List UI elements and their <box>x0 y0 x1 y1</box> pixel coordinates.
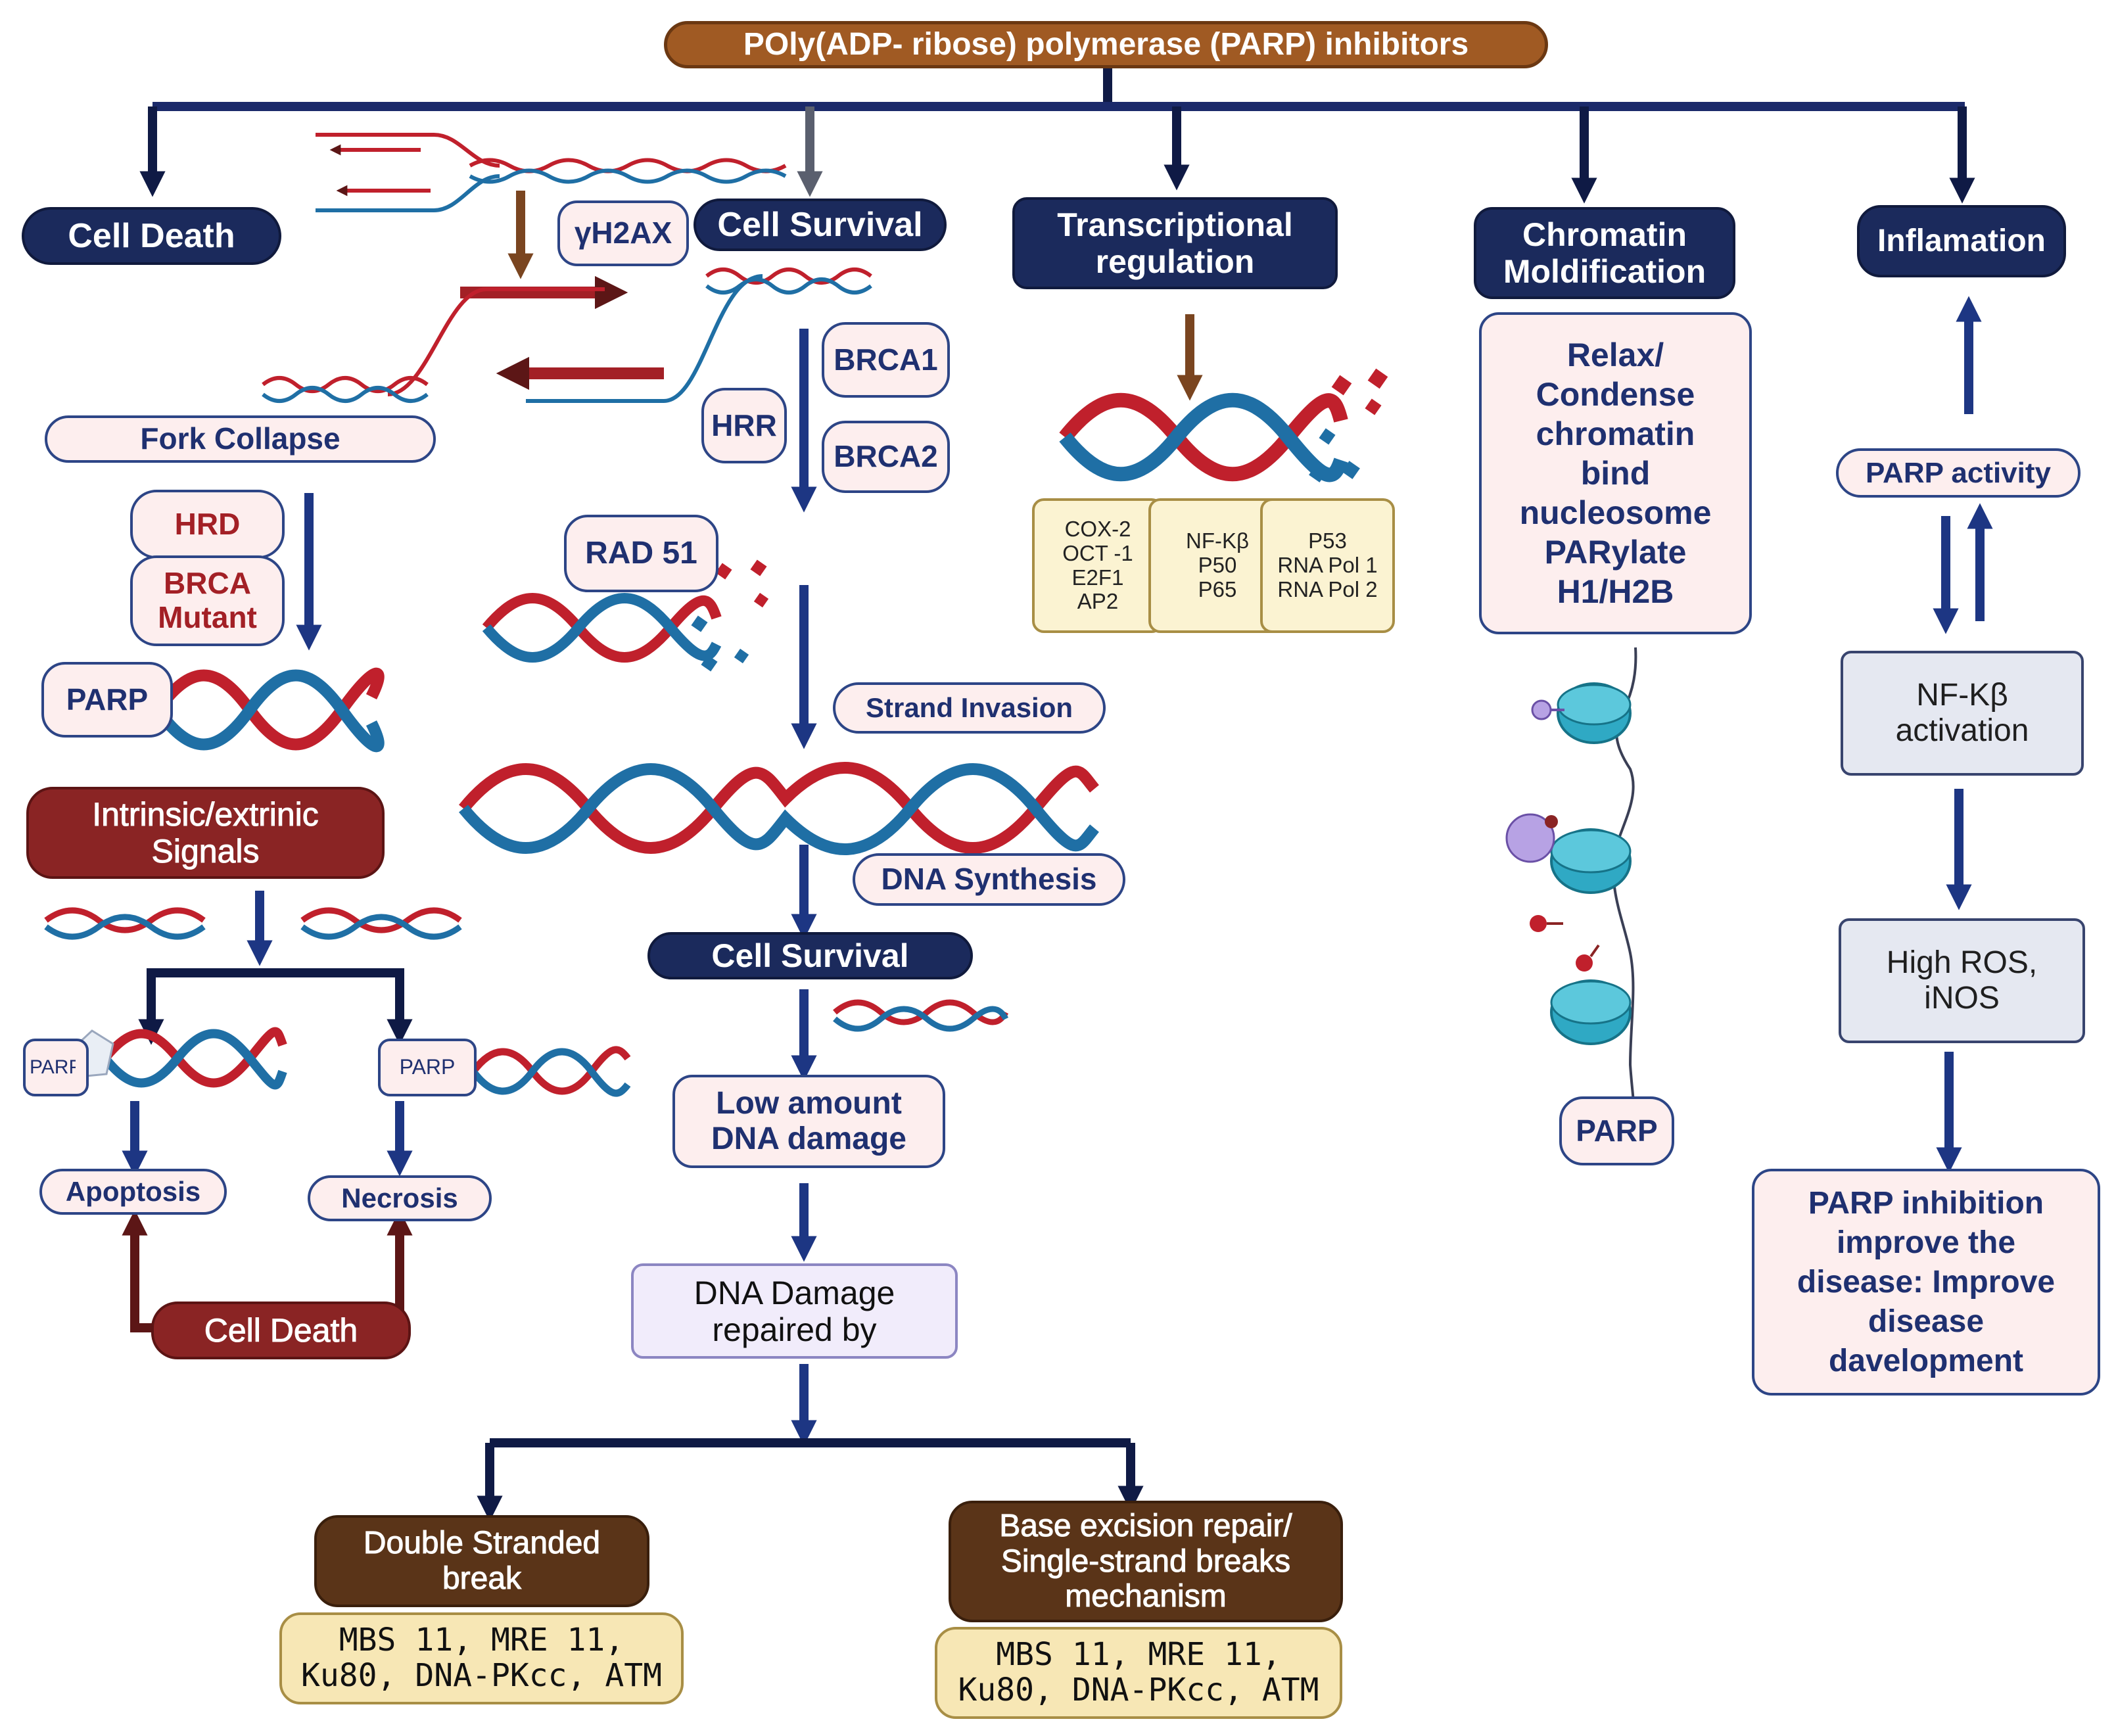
transcription-factor-3: P53 RNA Pol 1 RNA Pol 2 <box>1260 498 1395 633</box>
transcription-header: Transcriptional regulation <box>1012 197 1338 289</box>
rad51-fragments <box>691 559 769 672</box>
parp-activity-label: PARP activity <box>1836 448 2081 498</box>
cell-survival-2: Cell Survival <box>647 932 973 979</box>
chromatin-description-box: Relax/ Condense chromatin bind nucleosom… <box>1479 312 1752 634</box>
nucleosome-2 <box>1505 813 1632 894</box>
necrosis-dna <box>470 1046 631 1097</box>
repair-branch <box>477 1438 1144 1522</box>
parp-apoptosis-text: PARP <box>30 1056 76 1079</box>
cell-death-footer: Cell Death <box>151 1302 411 1359</box>
chromatin-header: Chromatin Moldification <box>1474 207 1735 299</box>
apoptosis-dna <box>101 1027 287 1090</box>
survival-dna <box>833 999 1009 1032</box>
parp-dna-helix <box>153 667 385 753</box>
brca2-label: BRCA2 <box>822 421 950 493</box>
signals-box: Intrinsic/extrinic Signals <box>26 787 385 879</box>
transcription-factor-1: COX-2 OCT -1 E2F1 AP2 <box>1032 498 1164 633</box>
double-stranded-break-box: Double Stranded break <box>314 1515 649 1607</box>
inflammation-header: Inflamation <box>1857 205 2066 277</box>
brca1-label: BRCA1 <box>822 322 950 398</box>
signals-branch <box>138 968 413 1045</box>
strand-invasion-dna <box>459 762 1099 855</box>
chromatin-parp-label: PARP <box>1559 1096 1674 1165</box>
nfkb-activation-box: NF-Kβ activation <box>1841 651 2084 776</box>
signal-dna-strands <box>44 907 462 940</box>
strand-invasion-label: Strand Invasion <box>833 682 1106 734</box>
rad51-broken-dna <box>482 593 722 663</box>
dna-synthesis-label: DNA Synthesis <box>853 853 1125 906</box>
repaired-by-box: DNA Damage repaired by <box>631 1263 958 1359</box>
hrr-label: HRR <box>701 388 787 463</box>
cell-survival-header: Cell Survival <box>694 199 947 251</box>
fork-collapse-label: Fork Collapse <box>45 415 436 463</box>
transcription-dna <box>1059 392 1348 482</box>
hrd-label: HRD <box>130 490 285 559</box>
nucleosome-3 <box>1550 979 1632 1045</box>
apoptosis-label: Apoptosis <box>39 1169 227 1215</box>
strand-exchange <box>262 268 872 403</box>
parp-label: PARP <box>41 662 173 738</box>
dsb-genes-box: MBS 11, MRE 11, Ku80, DNA-PKcc, ATM <box>279 1612 684 1704</box>
low-damage-box: Low amount DNA damage <box>672 1075 945 1168</box>
inflammation-arrows <box>1933 296 1993 1173</box>
page-title: POly(ADP- ribose) polymerase (PARP) inhi… <box>664 21 1548 68</box>
rad51-label: RAD 51 <box>564 515 718 592</box>
parp-inhibition-outcome-box: PARP inhibition improve the disease: Imp… <box>1752 1169 2100 1396</box>
necrosis-label: Necrosis <box>308 1175 492 1221</box>
brca-mutant-label: BRCA Mutant <box>130 555 285 646</box>
high-ros-box: High ROS, iNOS <box>1839 918 2085 1043</box>
top-distribution-arrows <box>139 68 1975 204</box>
ber-genes-box: MBS 11, MRE 11, Ku80, DNA-PKcc, ATM <box>935 1627 1342 1719</box>
replication-fork <box>316 133 787 212</box>
cell-death-header: Cell Death <box>22 207 281 265</box>
base-excision-repair-box: Base excision repair/ Single-strand brea… <box>949 1501 1343 1622</box>
par-chains <box>1530 915 1600 972</box>
parp-necrosis-label: PARP <box>378 1039 477 1096</box>
parp-apoptosis-label: PARP <box>23 1039 89 1096</box>
gamma-h2ax-label: γH2AX <box>557 200 689 266</box>
transcription-fragments <box>1309 368 1388 482</box>
nucleosome-1 <box>1531 682 1632 744</box>
